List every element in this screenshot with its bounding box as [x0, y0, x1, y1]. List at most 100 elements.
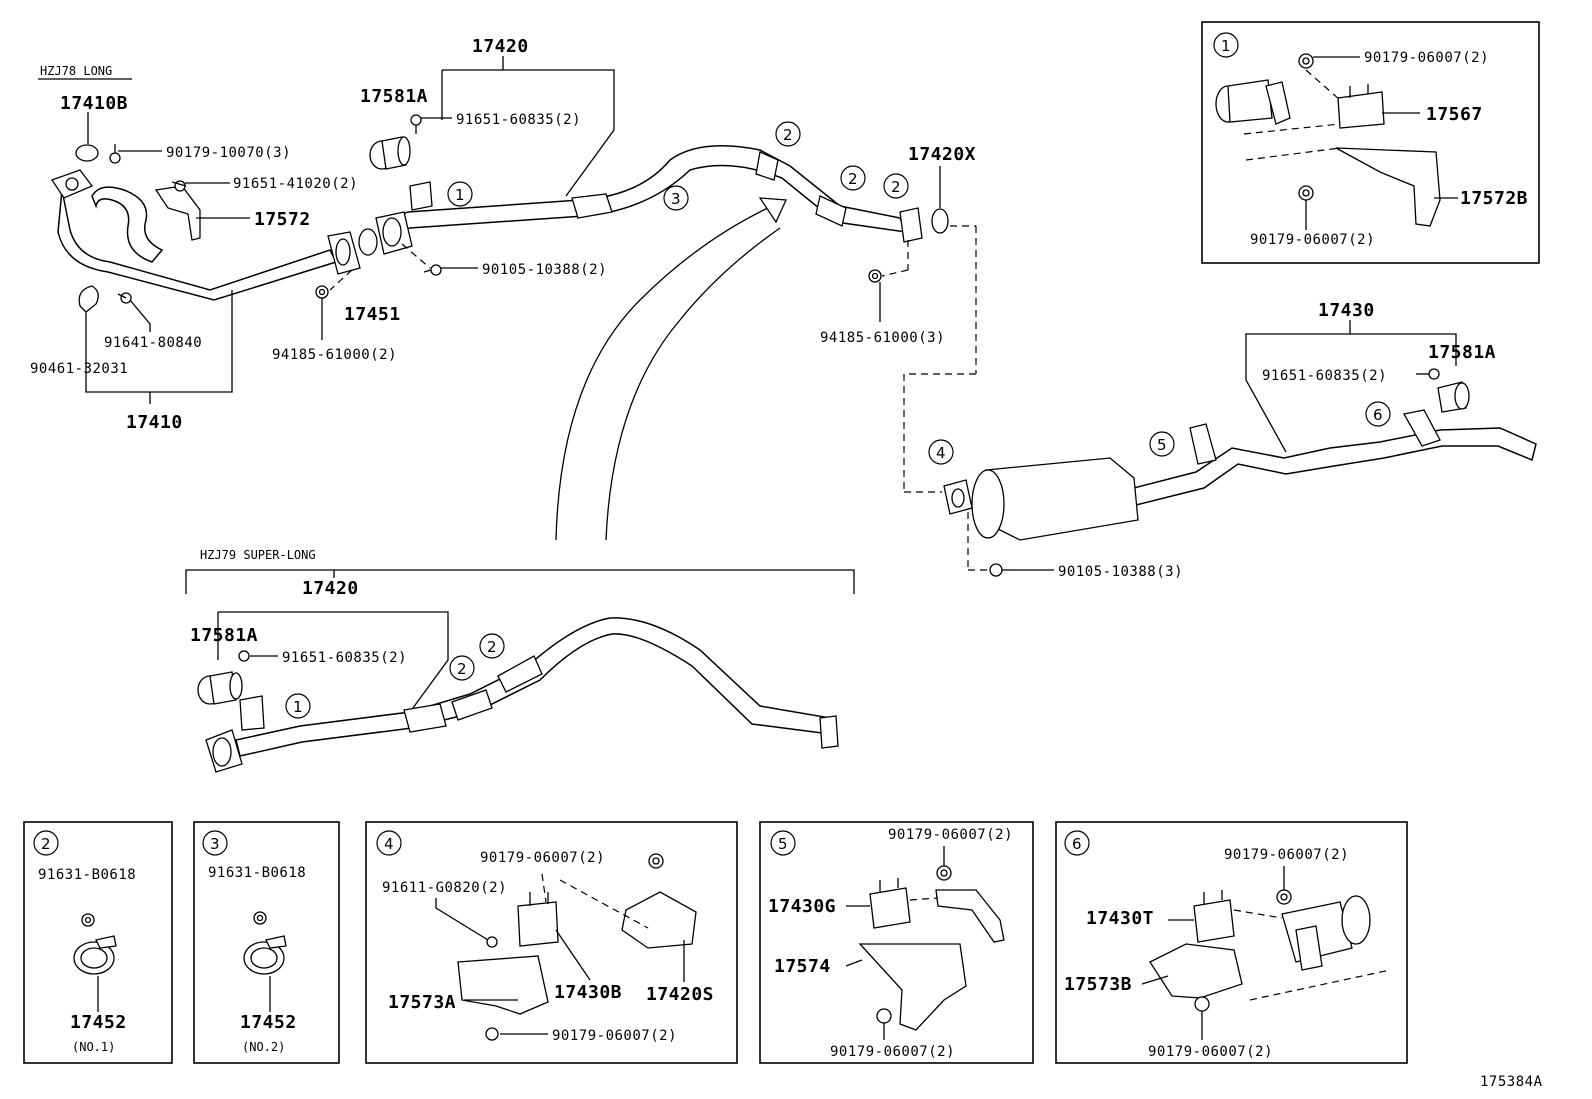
callout-4: 4 [928, 439, 954, 465]
center-pipe-17420-long [375, 145, 923, 255]
clamp-90461-32031 [78, 285, 99, 313]
part-label: 17430G [768, 896, 836, 917]
callout-1: 1 [447, 181, 473, 207]
muffler-hanger-17581a [369, 136, 411, 170]
callout-1: 1 [285, 693, 311, 719]
svg-text:2: 2 [783, 126, 793, 144]
nut-icon [1298, 53, 1314, 69]
nut-icon [81, 913, 95, 927]
svg-text:5: 5 [1157, 436, 1167, 454]
nut-icon [1276, 889, 1292, 905]
bolt-icon [486, 936, 498, 948]
bolt-icon [1416, 368, 1440, 380]
part-label: 17430B [554, 982, 622, 1003]
callout-6: 6 [1365, 401, 1391, 427]
callout-1: 1 [1213, 32, 1239, 58]
clamp-icon [243, 935, 287, 975]
part-label: 91651-60835(2) [282, 650, 407, 666]
hzj79-super-long-assembly: HZJ79 SUPER-LONG 17420 17581A 91651-6083… [185, 548, 855, 773]
part-label: 17573B [1064, 974, 1132, 995]
part-label: 94185-61000(2) [272, 347, 397, 363]
part-label: 90179-06007(2) [1364, 50, 1489, 66]
part-label: 90179-06007(2) [830, 1044, 955, 1060]
callout-3: 3 [663, 185, 689, 211]
callout-2: 2 [479, 633, 505, 659]
part-label: 17573A [388, 992, 456, 1013]
svg-text:5: 5 [778, 835, 788, 853]
center-pipe-17420-super-long [205, 617, 839, 773]
part-label: 90179-06007(2) [480, 850, 605, 866]
part-label: 17581A [360, 86, 428, 107]
part-label: 17572B [1460, 188, 1528, 209]
callout-5: 5 [770, 830, 796, 856]
detail-box-5: 5 90179-06007(2) 17430G 17574 90179-0600… [759, 821, 1034, 1064]
gasket-17410b [75, 144, 99, 162]
muffler-body [943, 457, 1139, 541]
bolt-icon [238, 650, 278, 662]
detail-box-4: 4 90179-06007(2) 91611-G0820(2) 17430B 1… [365, 821, 738, 1064]
bolt-icon [410, 114, 422, 134]
bolt-icon [171, 180, 187, 192]
detail-box-6: 6 90179-06007(2) 17430T 17573B 90179-060… [1055, 821, 1408, 1064]
part-label: 90179-06007(2) [1250, 232, 1375, 248]
nut-icon [485, 1027, 499, 1041]
part-label: (NO.2) [242, 1040, 285, 1054]
muffler-hanger-17581a [197, 671, 243, 705]
part-label: 91611-G0820(2) [382, 880, 507, 896]
part-label: 90179-10070(3) [166, 145, 291, 161]
callout-2: 2 [883, 173, 909, 199]
part-label: 17452 [70, 1012, 127, 1033]
svg-text:3: 3 [671, 190, 681, 208]
part-label: 94185-61000(3) [820, 330, 945, 346]
bolt-icon [109, 144, 121, 164]
svg-text:4: 4 [936, 444, 946, 462]
nut-icon [315, 285, 329, 299]
nut-icon [253, 911, 267, 925]
part-label: 17420 [302, 578, 359, 599]
svg-text:1: 1 [1221, 37, 1231, 55]
part-label: 91631-B0618 [38, 867, 136, 883]
callout-2: 2 [449, 655, 475, 681]
detail-box-1: 1 90179-06007(2) 17567 17572B 90179-0600… [1201, 21, 1540, 264]
part-label: 17451 [344, 304, 401, 325]
svg-text:2: 2 [891, 178, 901, 196]
part-label: 90179-06007(2) [552, 1028, 677, 1044]
detail-box-2: 2 91631-B0618 17452 (NO.1) [23, 821, 173, 1064]
detail-box-3: 3 91631-B0618 17452 (NO.2) [193, 821, 340, 1064]
bracket-17572 [154, 185, 201, 241]
part-label: 17420S [646, 984, 714, 1005]
nut-icon [876, 1008, 892, 1024]
svg-text:6: 6 [1072, 835, 1082, 853]
callout-2: 2 [775, 121, 801, 147]
nut-icon [1194, 996, 1210, 1012]
callout-3: 3 [202, 830, 228, 856]
part-label: 90105-10388(3) [1058, 564, 1183, 580]
part-label: 17430T [1086, 908, 1154, 929]
part-label: 91651-60835(2) [1262, 368, 1387, 384]
callout-5: 5 [1149, 431, 1175, 457]
part-label: 17420X [908, 144, 976, 165]
svg-text:2: 2 [41, 835, 51, 853]
callout-6: 6 [1064, 830, 1090, 856]
part-label: 17572 [254, 209, 311, 230]
part-label: 90105-10388(2) [482, 262, 607, 278]
nut-icon [1298, 185, 1314, 201]
svg-text:2: 2 [848, 170, 858, 188]
figure-id: 175384A [1480, 1074, 1543, 1090]
bolt-icon [117, 292, 132, 304]
hzj78-long-assembly: HZJ78 LONG [30, 36, 977, 541]
svg-text:4: 4 [384, 835, 394, 853]
part-label: 17574 [774, 956, 831, 977]
part-label: (NO.1) [72, 1040, 115, 1054]
bolt-icon [423, 264, 442, 276]
svg-text:3: 3 [210, 835, 220, 853]
tail-pipe-assembly-17430: 17430 17581A 91651-60835(2) 90105-10388(… [928, 300, 1537, 580]
svg-text:6: 6 [1373, 406, 1383, 424]
svg-text:1: 1 [293, 698, 303, 716]
variant-label-super-long: HZJ79 SUPER-LONG [200, 548, 316, 562]
callout-4: 4 [376, 830, 402, 856]
callout-2: 2 [33, 830, 59, 856]
nut-icon [936, 865, 952, 881]
part-label: 17430 [1318, 300, 1375, 321]
